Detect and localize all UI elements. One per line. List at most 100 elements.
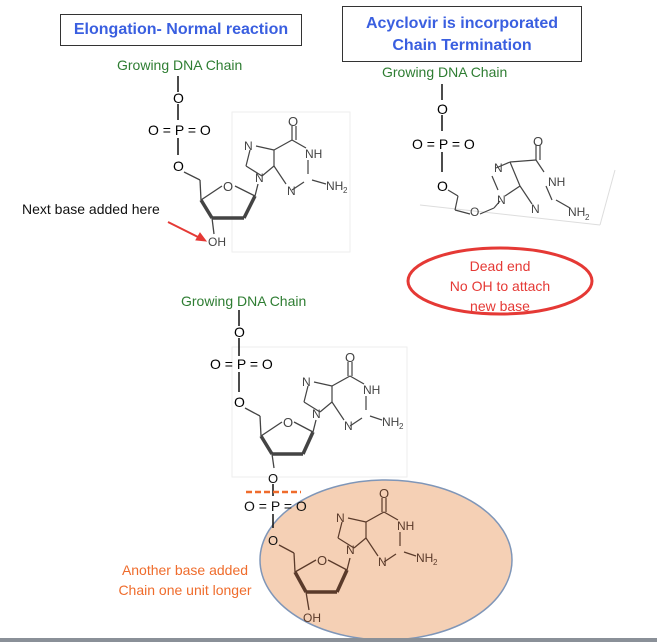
atom-n: N (378, 555, 387, 569)
atom-n: N (255, 171, 264, 185)
normal-title-text: Elongation- Normal reaction (73, 21, 289, 38)
atom-o: O (437, 101, 448, 117)
normal-chain-label: Growing DNA Chain (117, 57, 243, 73)
phosphate-group: O = P = O (412, 136, 475, 152)
amino-group: NH (568, 205, 585, 219)
bond-line (291, 139, 307, 149)
normal-structure-frame (231, 111, 351, 253)
bond-line (278, 544, 295, 554)
bond-line (479, 207, 495, 215)
bond-line (599, 169, 616, 226)
dead-end-line3: new base (470, 298, 530, 314)
bond-line (335, 569, 349, 593)
atom-o: O (437, 178, 448, 194)
carbonyl-o: O (288, 114, 298, 129)
bond-line (301, 431, 315, 455)
atom-n: N (494, 161, 503, 175)
carbonyl-o: O (379, 486, 389, 501)
bond-line (509, 161, 521, 187)
bond-line (337, 537, 355, 549)
bond-line (545, 185, 553, 201)
bond-line (245, 149, 251, 167)
bond-line (259, 415, 262, 437)
extended-structure-frame (231, 346, 408, 478)
bond-line (293, 552, 296, 573)
bond-line (313, 381, 333, 387)
new-sugar (278, 544, 351, 611)
dead-end-line1: Dead end (469, 258, 531, 274)
new-guanine (337, 498, 417, 563)
bond-line (447, 189, 459, 197)
subscript: 2 (399, 422, 404, 431)
normal-sugar (183, 171, 259, 235)
atom-n: N (344, 419, 353, 433)
bond-line (234, 185, 256, 197)
bond-line (303, 385, 309, 403)
bond-line (369, 415, 383, 421)
bond-line (305, 591, 310, 611)
bond-line (293, 571, 308, 593)
dead-end-line2: No OH to attach (449, 278, 551, 294)
dead-end-text: Dead end No OH to attach new base (410, 256, 590, 316)
bond-line (294, 559, 317, 573)
bond-line (312, 419, 317, 433)
ring-oxygen: O (317, 553, 327, 568)
bond-line (271, 453, 275, 469)
atom-o: O (268, 533, 278, 548)
bond-line (555, 199, 571, 209)
extension-note: Another base added Chain one unit longer (100, 560, 270, 600)
phosphate-group: O = P = O (148, 122, 211, 138)
atom-nh: NH (397, 519, 414, 533)
atom-n: N (302, 375, 311, 389)
bond-line (319, 401, 333, 413)
bond-line (167, 221, 203, 240)
bottom-border (0, 638, 657, 642)
ring-oxygen: O (283, 415, 293, 430)
red-arrow-icon (167, 221, 208, 242)
bond-line (509, 159, 537, 163)
bond-line (331, 375, 351, 387)
bond-line (245, 165, 263, 177)
atom-n: N (497, 193, 506, 207)
atom-n: N (531, 202, 540, 216)
bond-line (244, 407, 261, 417)
bond-line (291, 181, 305, 191)
bond-line (199, 179, 202, 201)
bond-line (454, 195, 459, 211)
bond-line (454, 209, 471, 215)
bond-line (365, 537, 379, 557)
bond-line (199, 199, 214, 219)
acyclovir-title: Acyclovir is incorporated Chain Terminat… (342, 6, 582, 62)
extended-sugar (244, 407, 317, 469)
bond-line (493, 200, 501, 209)
atom-o: O (234, 394, 245, 410)
subscript: 2 (343, 186, 348, 195)
bond-line (346, 557, 351, 571)
subscript: 2 (585, 213, 590, 222)
amino-group: NH (416, 551, 433, 565)
bond-line (491, 175, 499, 191)
bond-line (403, 551, 417, 557)
bond-line (331, 401, 345, 421)
phosphate-group: O = P = O (244, 498, 307, 514)
normal-reaction-title: Elongation- Normal reaction (60, 14, 302, 46)
extension-note-line2: Chain one unit longer (118, 582, 252, 598)
bond-line (327, 559, 348, 571)
atom-n: N (312, 407, 321, 421)
bond-line (254, 183, 259, 197)
bond-line (504, 185, 521, 197)
acyclovir-title-line1: Acyclovir is incorporated (365, 15, 559, 32)
bond-line (519, 185, 533, 205)
bond-line (260, 421, 283, 437)
ether-oxygen: O (470, 205, 479, 219)
bond-line (255, 145, 275, 151)
ring-oxygen: O (223, 179, 233, 194)
acyclovir-chain (447, 189, 501, 215)
atom-n: N (244, 139, 253, 153)
extension-note-line1: Another base added (121, 562, 249, 578)
bond-line (353, 537, 367, 549)
atom-n: N (336, 511, 345, 525)
acyclovir-guanine (491, 145, 571, 209)
bond-line (183, 171, 201, 181)
atom-nh: NH (305, 147, 322, 161)
